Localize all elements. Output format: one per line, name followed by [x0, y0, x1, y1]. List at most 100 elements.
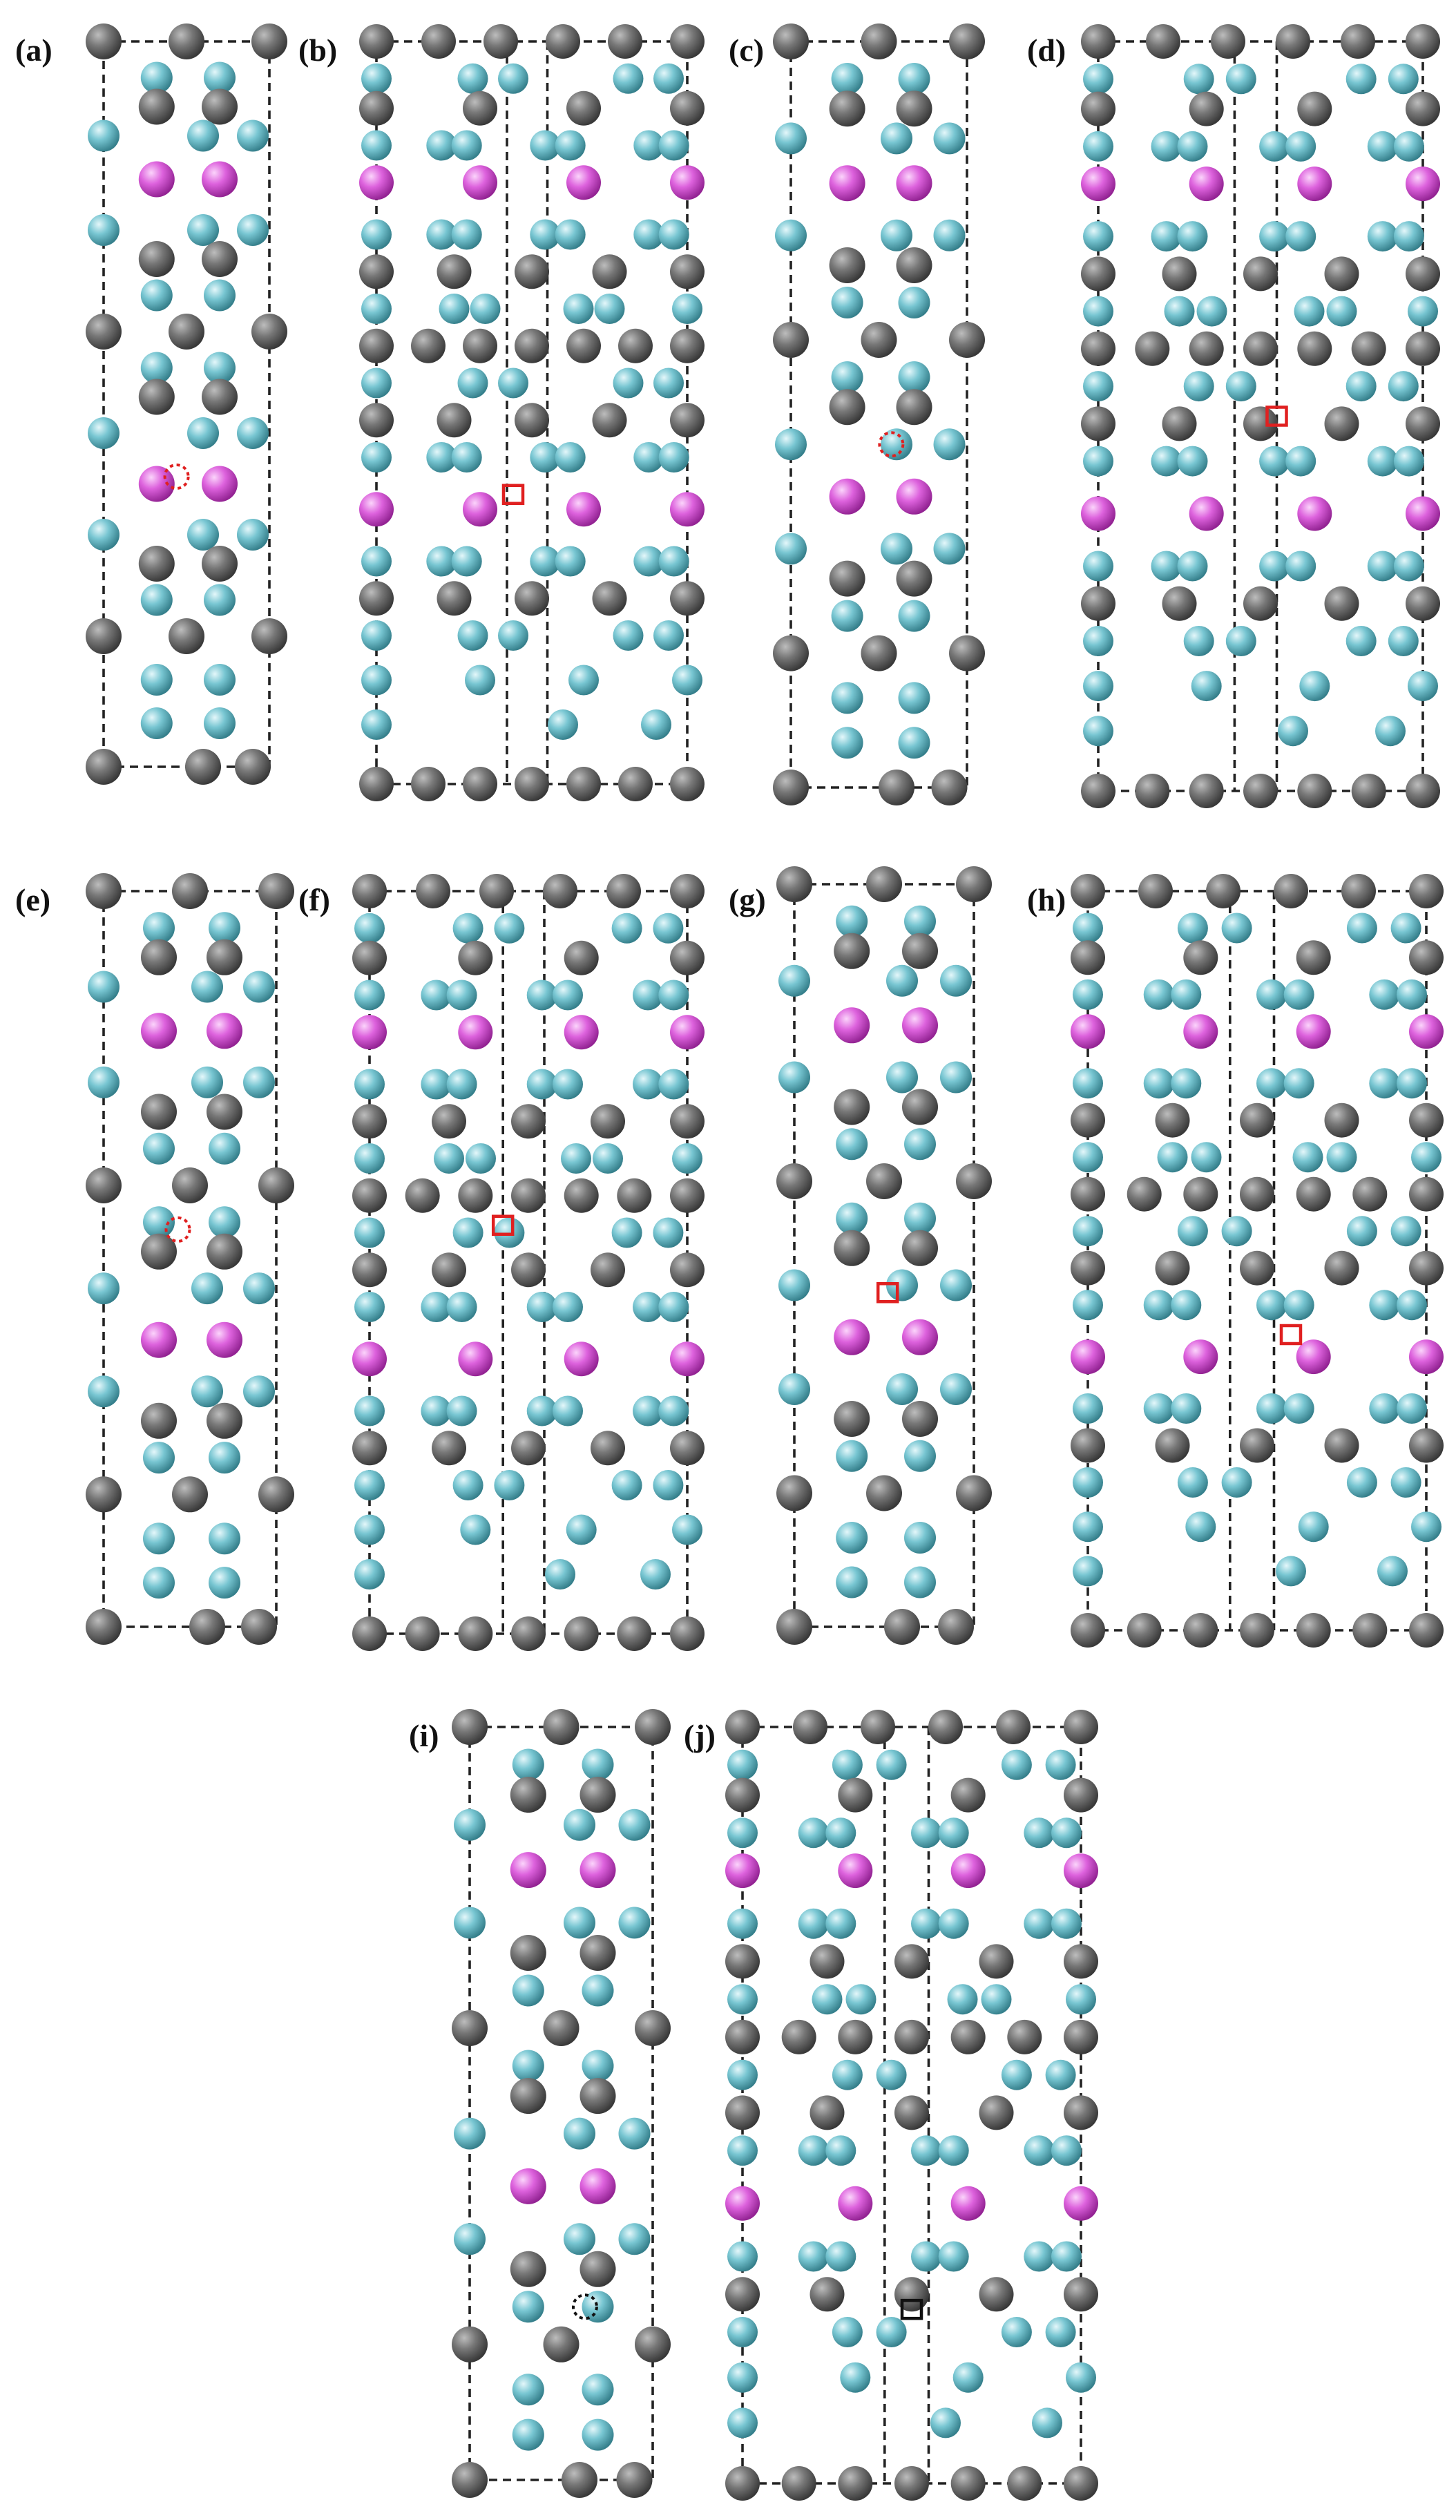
- gray-atom: [1406, 91, 1440, 126]
- cyan-atom: [1225, 64, 1256, 95]
- gray-atom: [1409, 1250, 1444, 1286]
- gray-atom: [1324, 256, 1359, 292]
- gray-atom: [1071, 1102, 1105, 1138]
- cyan-atom: [209, 1522, 240, 1555]
- cyan-atom: [876, 2059, 907, 2090]
- cyan-atom: [1083, 371, 1113, 402]
- cyan-atom: [1283, 1393, 1314, 1424]
- gray-atom: [1297, 774, 1332, 808]
- gray-atom: [773, 322, 809, 358]
- cyan-atom: [1177, 1467, 1208, 1498]
- cyan-atom: [1397, 979, 1427, 1010]
- gray-atom: [931, 770, 968, 805]
- defect-marker-square: [1279, 1324, 1303, 1346]
- cyan-atom: [354, 1514, 385, 1545]
- cyan-atom: [1143, 979, 1174, 1010]
- magenta-atom: [1406, 166, 1440, 202]
- gray-atom: [258, 1476, 294, 1513]
- cyan-atom: [904, 1522, 936, 1554]
- cyan-atom: [204, 61, 236, 94]
- gray-atom: [1183, 1176, 1218, 1212]
- gray-atom: [1183, 1613, 1218, 1648]
- gray-atom: [437, 403, 472, 438]
- cyan-atom: [361, 546, 392, 577]
- cyan-atom: [1259, 551, 1290, 582]
- cyan-atom: [582, 1748, 614, 1781]
- cyan-atom: [1393, 551, 1424, 582]
- magenta-atom: [1296, 1014, 1331, 1049]
- cyan-atom: [911, 2135, 941, 2166]
- cyan-atom: [187, 214, 219, 246]
- cyan-atom: [1326, 1142, 1357, 1173]
- gray-atom: [1162, 256, 1197, 292]
- cyan-atom: [904, 1128, 936, 1161]
- defect-marker-circle: [164, 1216, 191, 1243]
- cyan-atom: [1278, 716, 1308, 747]
- cyan-atom: [727, 2362, 758, 2393]
- gray-atom: [1406, 586, 1440, 621]
- cyan-atom: [512, 1748, 544, 1781]
- cyan-atom: [1369, 1290, 1400, 1321]
- cyan-atom: [904, 1440, 936, 1472]
- gray-atom: [950, 2466, 986, 2501]
- cyan-atom: [454, 1907, 486, 1939]
- gray-atom: [1146, 24, 1180, 59]
- cyan-atom: [140, 584, 173, 616]
- gray-atom: [543, 2326, 579, 2362]
- gray-atom: [591, 1252, 625, 1288]
- cyan-atom: [1225, 626, 1256, 656]
- cyan-atom: [88, 1066, 119, 1098]
- gray-atom: [86, 1476, 122, 1513]
- cyan-atom: [512, 2291, 544, 2323]
- gray-atom: [564, 940, 599, 975]
- cyan-atom: [582, 2374, 614, 2406]
- cyan-atom: [613, 63, 644, 94]
- cyan-atom: [204, 664, 236, 696]
- gray-atom: [866, 866, 902, 902]
- gray-atom: [1081, 24, 1115, 59]
- magenta-atom: [207, 1013, 242, 1049]
- magenta-atom: [1064, 2186, 1098, 2221]
- cyan-atom: [1388, 64, 1419, 95]
- cyan-atom: [191, 1272, 223, 1305]
- cyan-atom: [1183, 371, 1214, 402]
- cyan-atom: [640, 1559, 671, 1590]
- gray-atom: [543, 1709, 579, 1745]
- gray-atom: [359, 90, 394, 126]
- gray-atom: [359, 767, 394, 801]
- cyan-atom: [1157, 1142, 1188, 1173]
- cyan-atom: [831, 727, 863, 759]
- cyan-atom: [775, 428, 807, 461]
- gray-atom: [894, 2466, 929, 2501]
- gray-atom: [725, 2466, 760, 2501]
- cyan-atom: [1283, 979, 1314, 1010]
- unit-cell-outline: [102, 890, 278, 1628]
- cyan-atom: [187, 417, 219, 449]
- gray-atom: [1135, 774, 1170, 808]
- cyan-atom: [898, 361, 930, 393]
- cyan-atom: [633, 1395, 663, 1426]
- cyan-atom: [361, 442, 392, 472]
- cyan-atom: [613, 620, 644, 651]
- gray-atom: [1409, 1102, 1444, 1138]
- cyan-atom: [832, 1749, 863, 1780]
- panel-label-h: (h): [1027, 882, 1066, 917]
- cyan-atom: [1024, 1908, 1055, 1939]
- cyan-atom: [1001, 2059, 1032, 2090]
- magenta-atom: [359, 492, 394, 527]
- gray-atom: [834, 1230, 870, 1266]
- magenta-atom: [1081, 496, 1115, 531]
- cyan-atom: [237, 417, 269, 449]
- magenta-atom: [896, 165, 932, 202]
- panel-label-f: (f): [298, 882, 330, 917]
- cyan-atom: [1171, 1290, 1202, 1321]
- gray-atom: [432, 1252, 466, 1288]
- cyan-atom: [361, 130, 392, 161]
- cyan-atom: [1221, 1216, 1252, 1247]
- cyan-atom: [1051, 1817, 1082, 1849]
- cyan-atom: [825, 1817, 856, 1849]
- unit-cell-outline: [793, 883, 975, 1628]
- gray-atom: [1243, 586, 1278, 621]
- cyan-atom: [457, 620, 488, 651]
- gray-atom: [185, 749, 221, 785]
